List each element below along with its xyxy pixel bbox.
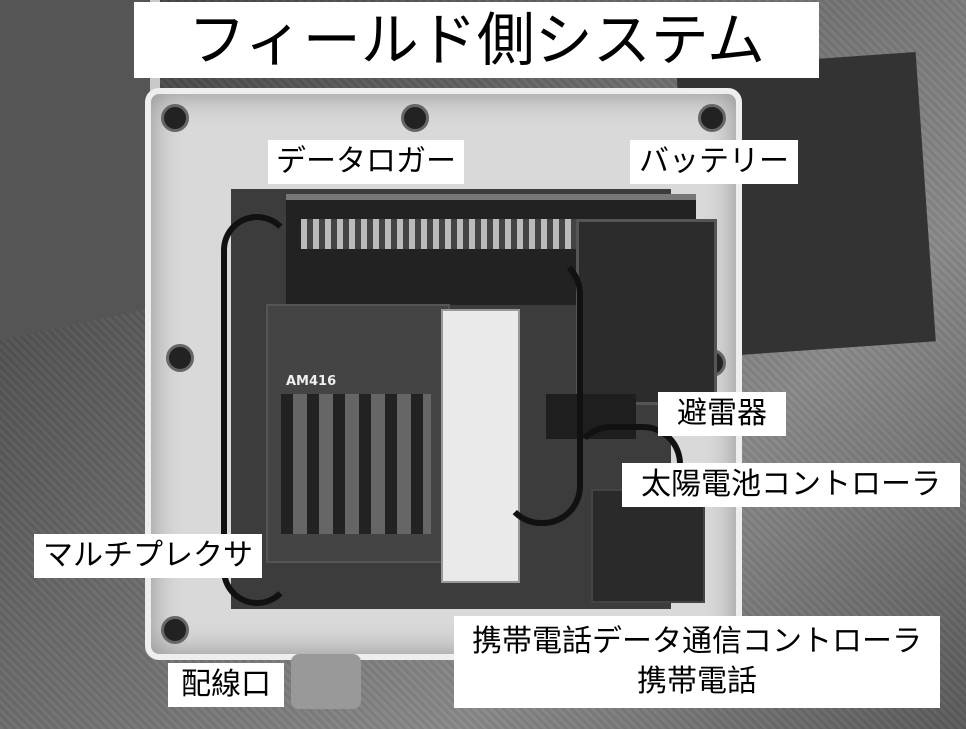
cable-bundle	[501, 254, 583, 526]
label-data-logger: データロガー	[268, 140, 464, 184]
multiplexer-marking: AM416	[286, 374, 337, 389]
label-multiplexer: マルチプレクサ	[34, 534, 262, 578]
label-lightning-arrester: 避雷器	[658, 392, 786, 436]
label-mobile-phone-line: 携帯電話	[637, 664, 757, 699]
screw-icon	[401, 104, 429, 132]
screw-icon	[161, 104, 189, 132]
label-phone-controller: 携帯電話データ通信コントローラ 携帯電話	[454, 616, 940, 708]
wiring-port-fitting	[291, 654, 361, 709]
battery-device	[576, 219, 717, 405]
label-battery: バッテリー	[630, 140, 798, 184]
solar-controller-device	[591, 489, 705, 603]
phone-controller-device	[441, 309, 520, 583]
cable-bundle	[221, 214, 293, 606]
label-wiring-port: 配線口	[168, 663, 284, 707]
page-title: フィールド側システム	[134, 2, 819, 78]
label-phone-controller-line: 携帯電話データ通信コントローラ	[472, 624, 922, 659]
screw-icon	[698, 104, 726, 132]
screw-icon	[161, 616, 189, 644]
multiplexer-chips	[281, 394, 431, 534]
label-solar-controller: 太陽電池コントローラ	[622, 463, 960, 507]
screw-icon	[166, 344, 194, 372]
